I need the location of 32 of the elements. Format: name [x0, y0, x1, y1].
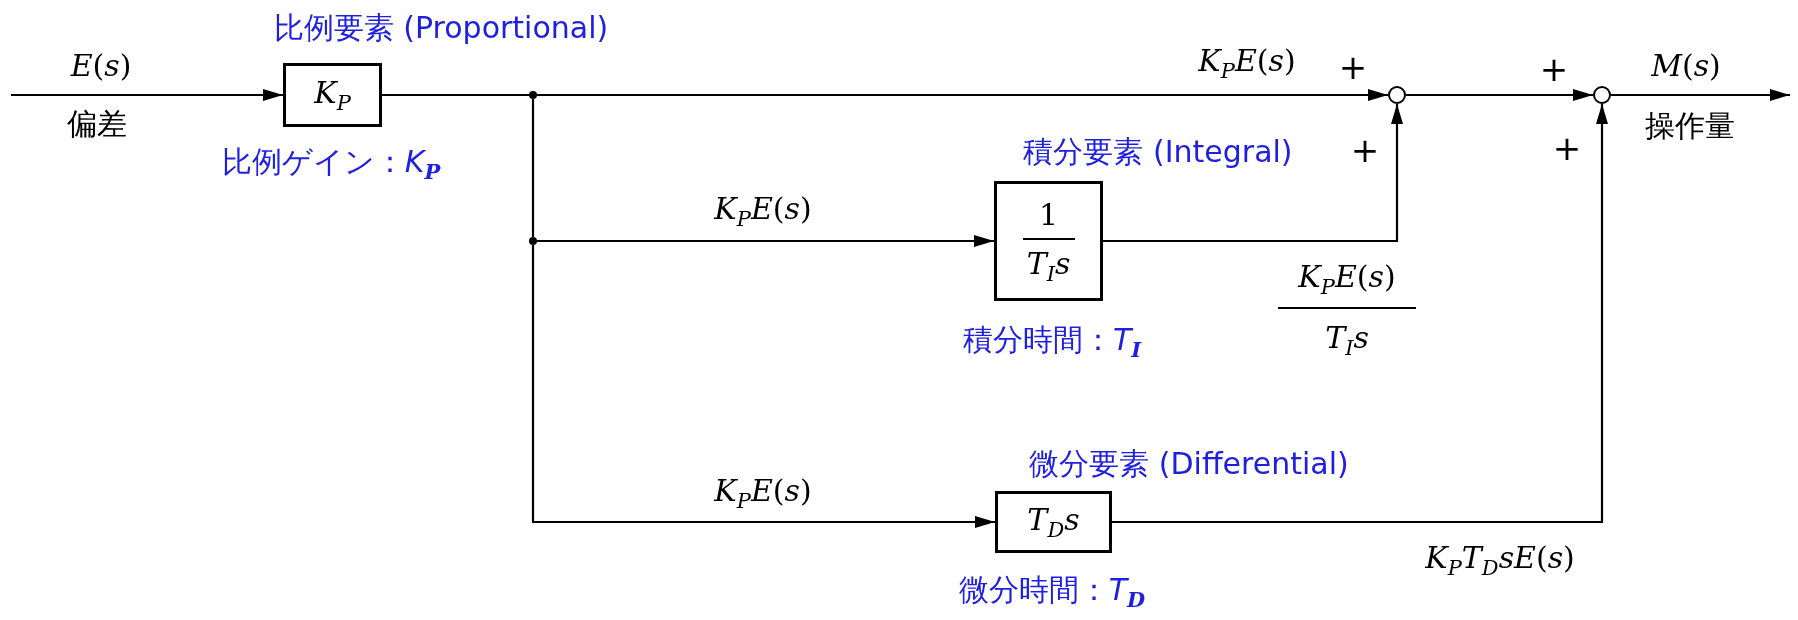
branch-point	[529, 237, 537, 245]
formula: K$_{P}$	[314, 75, 351, 115]
arrow	[1406, 89, 1593, 101]
signal-label: K$_{P}$E(s)	[1298, 259, 1396, 299]
signal-line	[382, 93, 529, 97]
signal-name: 偏差	[67, 104, 127, 143]
arrow	[531, 245, 995, 528]
arrow	[537, 235, 994, 247]
plus-sign: +	[1350, 130, 1380, 170]
signal-line	[531, 99, 535, 237]
arrow	[537, 89, 1388, 101]
block-heading: 積分要素 (Integral)	[1023, 132, 1293, 171]
parameter-label: 微分時間：T$_{D}$	[958, 571, 1146, 612]
summing-junction	[1388, 86, 1406, 104]
branch-point	[529, 91, 537, 99]
signal-label: T$_{I}$s	[1325, 320, 1369, 360]
plus-sign: +	[1338, 47, 1368, 87]
arrow	[1112, 104, 1608, 524]
formula: T$_{D}$s	[1027, 502, 1080, 542]
signal-name: 操作量	[1645, 106, 1735, 145]
block-heading: 比例要素 (Proportional)	[273, 8, 609, 47]
arrow	[1103, 104, 1403, 243]
arrow	[11, 89, 283, 101]
plus-sign: +	[1539, 49, 1569, 89]
block-heading: 微分要素 (Differential)	[1029, 444, 1349, 483]
formula: T$_{I}$s	[1026, 245, 1071, 286]
arrow	[1611, 89, 1790, 101]
summing-junction	[1593, 86, 1611, 104]
plus-sign: +	[1552, 128, 1582, 168]
parameter-label: 積分時間：T$_{I}$	[962, 321, 1142, 362]
parameter-label: 比例ゲイン：K$_{P}$	[221, 143, 441, 184]
formula: 1	[1038, 196, 1059, 232]
